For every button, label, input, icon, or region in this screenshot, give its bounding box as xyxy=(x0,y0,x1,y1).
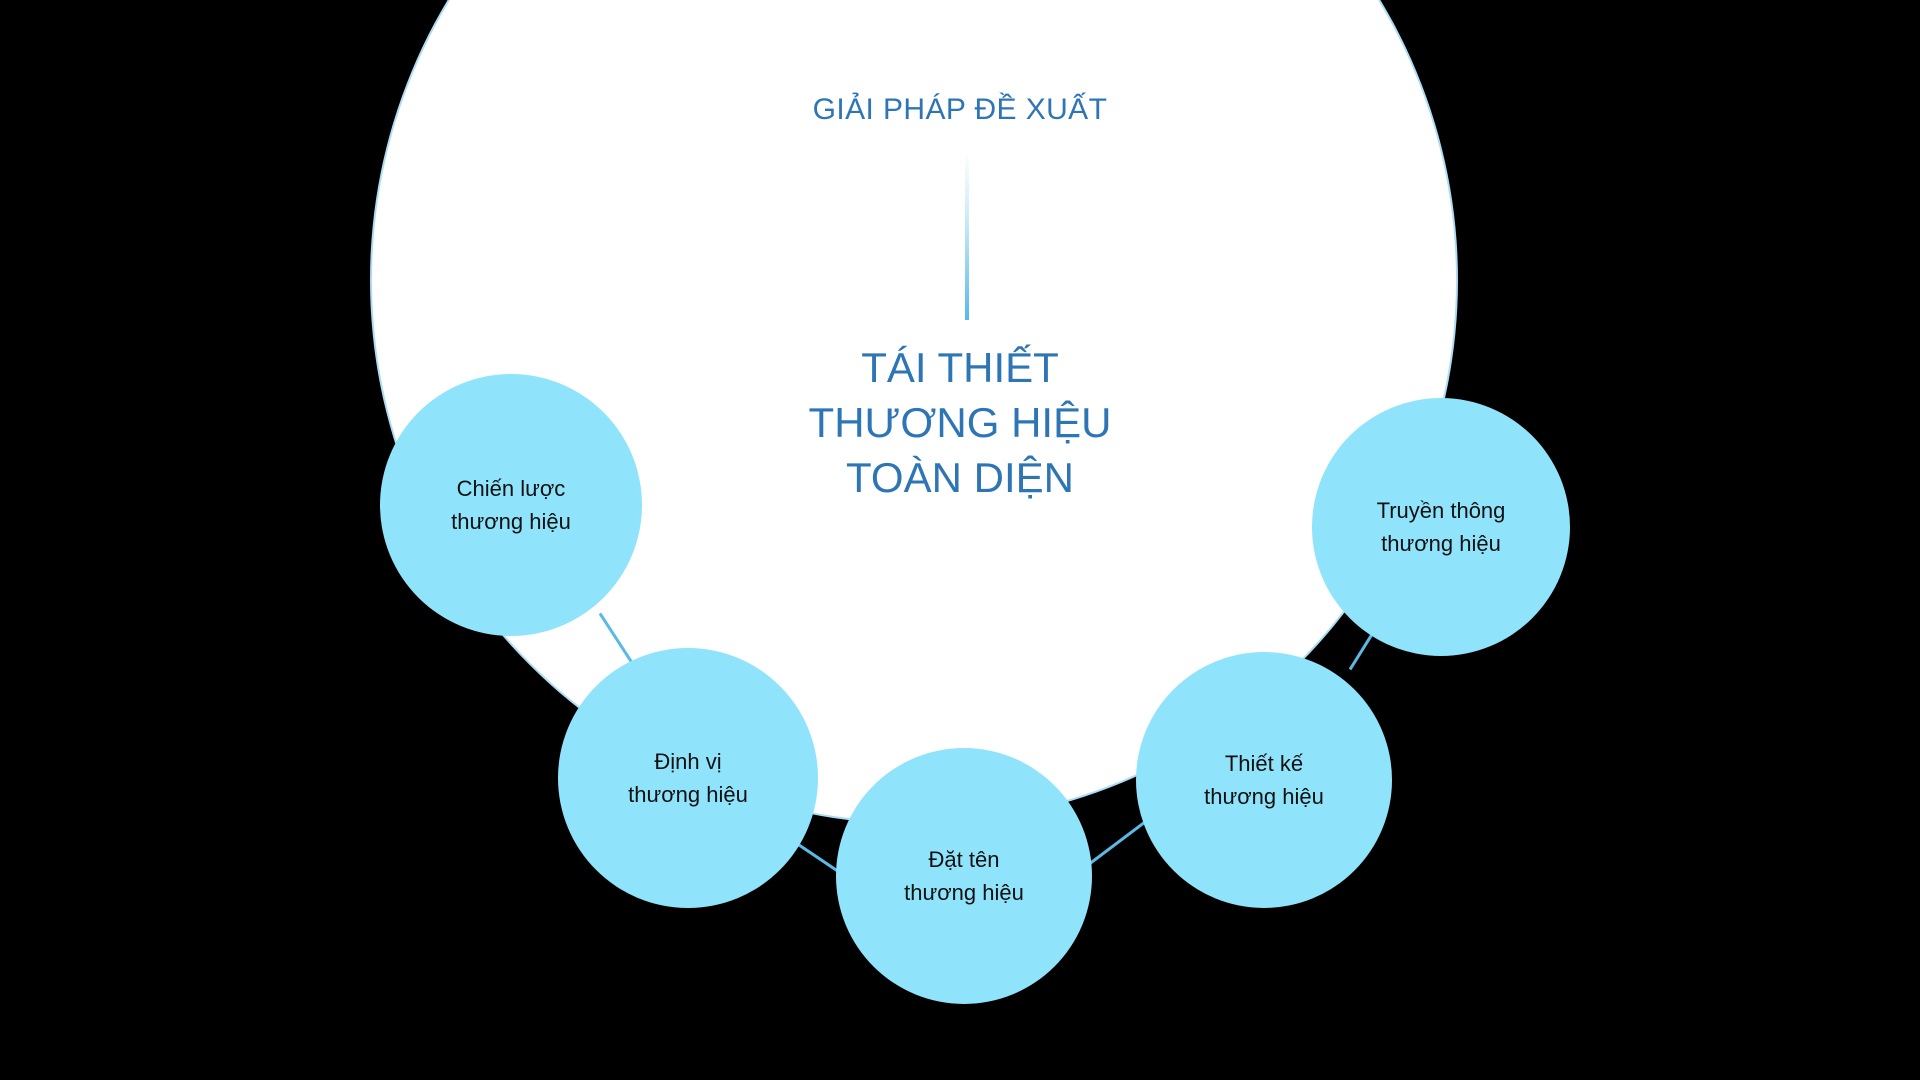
node-label: Thiết kế thương hiệu xyxy=(1204,747,1324,813)
center-headline-line-3: TOÀN DIỆN xyxy=(846,454,1074,501)
title-divider-line xyxy=(965,152,969,320)
node-label-line-1: Thiết kế xyxy=(1224,751,1304,776)
node-label-line-2: thương hiệu xyxy=(904,880,1024,905)
node-label-line-1: Định vị xyxy=(654,749,722,774)
node-label-line-2: thương hiệu xyxy=(451,509,571,534)
node-label: Đặt tên thương hiệu xyxy=(904,843,1024,909)
node-dat-ten-thuong-hieu[interactable]: Đặt tên thương hiệu xyxy=(836,748,1092,1004)
center-headline: TÁI THIẾT THƯƠNG HIỆU TOÀN DIỆN xyxy=(660,340,1260,505)
node-label: Truyền thông thương hiệu xyxy=(1377,494,1506,560)
node-thiet-ke-thuong-hieu[interactable]: Thiết kế thương hiệu xyxy=(1136,652,1392,908)
node-label-line-1: Chiến lược xyxy=(456,476,566,501)
center-headline-line-1: TÁI THIẾT xyxy=(861,344,1059,391)
center-headline-line-2: THƯƠNG HIỆU xyxy=(808,399,1112,446)
node-dinh-vi-thuong-hieu[interactable]: Định vị thương hiệu xyxy=(558,648,818,908)
node-label-line-2: thương hiệu xyxy=(1204,784,1324,809)
node-label-line-2: thương hiệu xyxy=(628,782,748,807)
node-truyen-thong-thuong-hieu[interactable]: Truyền thông thương hiệu xyxy=(1312,398,1570,656)
node-chien-luoc-thuong-hieu[interactable]: Chiến lược thương hiệu xyxy=(380,374,642,636)
node-label-line-1: Đặt tên xyxy=(928,847,1000,872)
node-label-line-1: Truyền thông xyxy=(1376,498,1506,523)
node-label: Định vị thương hiệu xyxy=(628,745,748,811)
page-title: GIẢI PHÁP ĐỀ XUẤT xyxy=(812,93,1108,126)
node-label: Chiến lược thương hiệu xyxy=(451,472,571,538)
node-label-line-2: thương hiệu xyxy=(1381,531,1501,556)
